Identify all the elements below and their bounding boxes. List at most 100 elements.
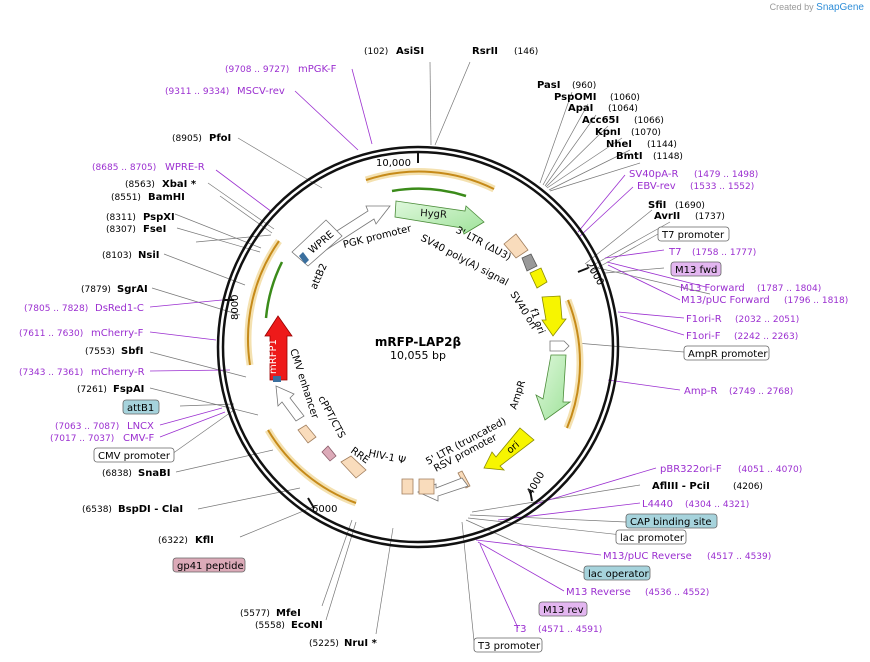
primer-m13-forward[interactable]: M13 Forward(1787 .. 1804) xyxy=(680,283,821,294)
primer-cmv-f[interactable]: (7017 .. 7037)CMV-F xyxy=(50,433,154,444)
label-m13-fwd[interactable]: M13 fwd xyxy=(670,261,722,277)
primer-m13-reverse[interactable]: M13 Reverse(4536 .. 4552) xyxy=(566,587,709,598)
primer-amp-r[interactable]: Amp-R(2749 .. 2768) xyxy=(684,386,793,397)
svg-text:MSCV-rev: MSCV-rev xyxy=(237,86,285,97)
svg-text:(8311): (8311) xyxy=(106,213,136,223)
plasmid-length: 10,055 bp xyxy=(390,349,446,362)
site-xbai[interactable]: (8563)XbaI * xyxy=(125,179,197,190)
primer-t3[interactable]: T3(4571 .. 4591) xyxy=(513,624,602,635)
site-bamhi[interactable]: (8551)BamHI xyxy=(111,192,185,203)
primer-mpgk-f[interactable]: (9708 .. 9727)mPGK-F xyxy=(225,64,337,75)
tick-label-2000: 2000 xyxy=(583,260,605,288)
label-cmv-promoter[interactable]: CMV promoter xyxy=(93,447,175,463)
feature-cmv-enhancer[interactable] xyxy=(275,385,305,422)
feature-cppt[interactable] xyxy=(297,424,317,444)
label-t7-promoter[interactable]: T7 promoter xyxy=(657,226,730,242)
feature-hiv-psi-a[interactable] xyxy=(401,478,414,495)
site-fsei[interactable]: (8307)FseI xyxy=(106,224,166,235)
site-fspai[interactable]: (7261)FspAI xyxy=(77,384,144,395)
svg-text:(9311 .. 9334): (9311 .. 9334) xyxy=(165,87,229,97)
site-nsii[interactable]: (8103)NsiI xyxy=(102,250,159,261)
feature-ampr-promoter[interactable] xyxy=(549,340,570,352)
svg-text:(1796 .. 1818): (1796 .. 1818) xyxy=(784,296,848,306)
site-sgrai[interactable]: (7879)SgrAI xyxy=(81,284,148,295)
label-attb1[interactable]: attB1 xyxy=(122,399,160,415)
plasmid-name: mRFP-LAP2β xyxy=(375,335,462,349)
site-asisi[interactable]: (102)AsiSI xyxy=(364,46,424,57)
feature-gp41[interactable] xyxy=(321,445,337,462)
svg-text:(9708 .. 9727): (9708 .. 9727) xyxy=(225,65,289,75)
primer-dsred1-c[interactable]: (7805 .. 7828)DsRed1-C xyxy=(24,303,144,314)
site-sbfi[interactable]: (7553)SbfI xyxy=(85,346,143,357)
feature-hiv-psi-b[interactable] xyxy=(418,478,435,495)
svg-text:SfiI: SfiI xyxy=(648,200,666,211)
site-pspxi[interactable]: (8311)PspXI xyxy=(106,212,175,223)
site-apai[interactable]: ApaI(1064) xyxy=(568,103,638,114)
site-kpni[interactable]: KpnI(1070) xyxy=(595,127,661,138)
svg-text:EcoNI: EcoNI xyxy=(291,620,323,631)
svg-text:AsiSI: AsiSI xyxy=(396,46,424,57)
svg-text:(960): (960) xyxy=(572,81,596,91)
site-rsrii[interactable]: RsrII(146) xyxy=(472,46,538,57)
svg-text:M13 rev: M13 rev xyxy=(543,605,584,616)
primer-mscv-rev[interactable]: (9311 .. 9334) MSCV-rev xyxy=(165,86,285,97)
label-t3-promoter[interactable]: T3 promoter xyxy=(473,637,543,653)
svg-text:(7063 .. 7087): (7063 .. 7087) xyxy=(55,422,119,432)
feature-ampr[interactable] xyxy=(535,354,572,421)
site-snabi[interactable]: (6838)SnaBI xyxy=(102,468,170,479)
site-nrui[interactable]: (5225)NruI * xyxy=(309,638,378,649)
site-nhei[interactable]: NheI (1144) xyxy=(606,139,677,150)
svg-text:(1144): (1144) xyxy=(647,140,677,150)
primer-lncx[interactable]: (7063 .. 7087)LNCX xyxy=(55,421,154,432)
feature-mrfp1[interactable] xyxy=(264,315,293,381)
primer-ebv-rev[interactable]: EBV-rev(1533 .. 1552) xyxy=(637,181,754,192)
primer-f1ori-f[interactable]: F1ori-F(2242 .. 2263) xyxy=(686,331,798,342)
feature-rsv-promoter[interactable] xyxy=(417,477,469,502)
site-bmti[interactable]: BmtI(1148) xyxy=(616,151,683,162)
svg-text:(4051 .. 4070): (4051 .. 4070) xyxy=(738,465,802,475)
feature-ori[interactable] xyxy=(483,427,535,471)
site-sfii[interactable]: SfiI(1690) xyxy=(648,200,705,211)
feature-attb1[interactable] xyxy=(273,376,281,382)
feature-sv40-ori[interactable] xyxy=(529,267,548,289)
primer-wpre-r[interactable]: (8685 .. 8705)WPRE-R xyxy=(92,162,205,173)
site-bspdi-clai[interactable]: (6538)BspDI - ClaI xyxy=(82,504,183,515)
tick-label-10000: 10,000 xyxy=(376,158,411,169)
label-gp41-peptide[interactable]: gp41 peptide xyxy=(172,557,246,573)
primer-mcherry-r[interactable]: (7343 .. 7361)mCherry-R xyxy=(19,367,145,378)
feature-attb2[interactable] xyxy=(299,252,309,264)
site-pfoi[interactable]: (8905)PfoI xyxy=(172,133,231,144)
feature-rre[interactable] xyxy=(340,455,367,479)
label-ampr-promoter[interactable]: AmpR promoter xyxy=(683,345,770,361)
primer-m13-puc-reverse[interactable]: M13/pUC Reverse(4517 .. 4539) xyxy=(603,551,771,562)
primer-l4440[interactable]: L4440(4304 .. 4321) xyxy=(642,499,749,510)
label-lac-operator[interactable]: lac operator xyxy=(583,565,651,581)
svg-text:(8563): (8563) xyxy=(125,180,155,190)
primer-m13-puc-forward[interactable]: M13/pUC Forward(1796 .. 1818) xyxy=(681,295,848,306)
site-pasi[interactable]: PasI(960) xyxy=(537,80,596,91)
site-econi[interactable]: (5558)EcoNI xyxy=(255,620,323,631)
feature-3ltr[interactable] xyxy=(503,233,529,259)
site-mfei[interactable]: (5577)MfeI xyxy=(240,608,301,619)
svg-text:(4517 .. 4539): (4517 .. 4539) xyxy=(707,552,771,562)
site-acc65i[interactable]: Acc65I(1066) xyxy=(582,115,664,126)
label-lac-promoter[interactable]: lac promoter xyxy=(615,529,687,545)
svg-text:NheI: NheI xyxy=(606,139,632,150)
primer-sv40pa-r[interactable]: SV40pA-R(1479 .. 1498) xyxy=(629,169,758,180)
site-afliii-pcii[interactable]: AflIII - PciI(4206) xyxy=(652,481,763,492)
svg-text:(7879): (7879) xyxy=(81,285,111,295)
primer-t7[interactable]: T7(1758 .. 1777) xyxy=(668,247,756,258)
label-m13-rev[interactable]: M13 rev xyxy=(538,601,588,617)
feature-f1-ori[interactable] xyxy=(541,295,567,337)
site-avrii[interactable]: AvrII(1737) xyxy=(654,211,725,222)
primer-mcherry-f[interactable]: (7611 .. 7630)mCherry-F xyxy=(19,328,144,339)
site-pspomi[interactable]: PspOMI(1060) xyxy=(554,92,640,103)
primer-f1ori-r[interactable]: F1ori-R(2032 .. 2051) xyxy=(686,314,799,325)
site-kfli[interactable]: (6322)KflI xyxy=(158,535,214,546)
primer-pbr322ori-f[interactable]: pBR322ori-F(4051 .. 4070) xyxy=(660,464,802,475)
feature-hygr[interactable] xyxy=(394,200,485,235)
label-cap-binding-site[interactable]: CAP binding site xyxy=(625,513,718,529)
svg-text:AmpR promoter: AmpR promoter xyxy=(688,349,768,360)
feature-sv40-polya[interactable] xyxy=(521,253,538,272)
svg-text:(7553): (7553) xyxy=(85,347,115,357)
